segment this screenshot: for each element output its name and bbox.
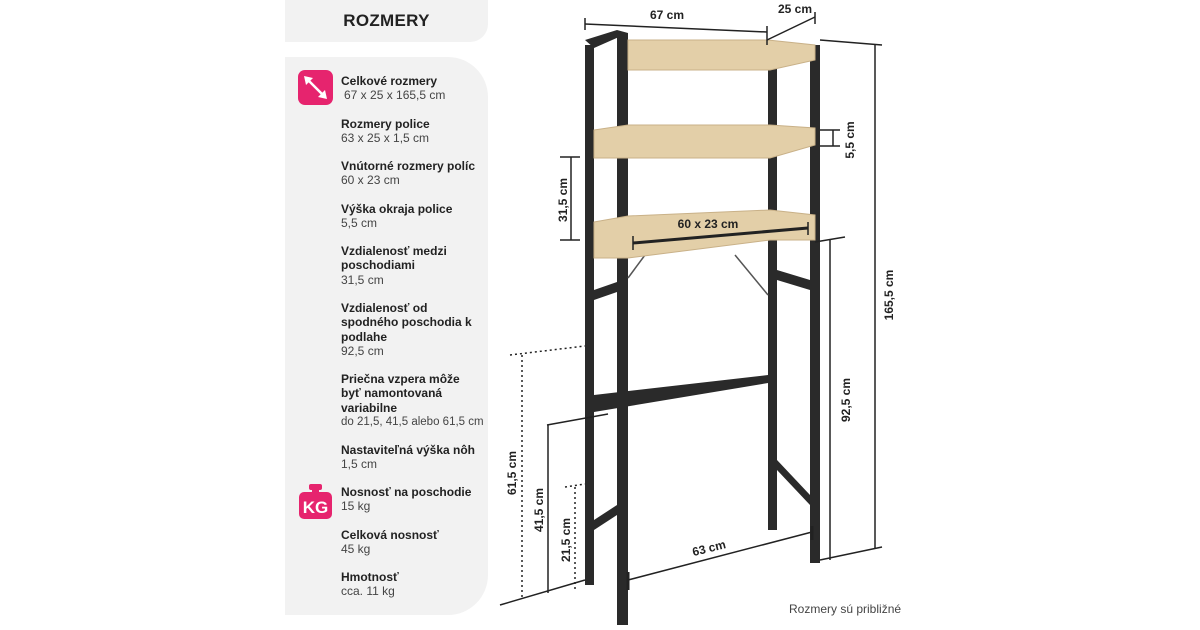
kg-weight-icon: KG (298, 484, 333, 519)
approximate-note: Rozmery sú približné (789, 602, 902, 616)
spacing-label: 31,5 cm (556, 178, 570, 222)
title-box: ROZMERY (285, 0, 488, 42)
spec-label: Celkové rozmery (341, 74, 438, 88)
spec-value: 5,5 cm (341, 216, 378, 231)
spec-value: do 21,5, 41,5 alebo 61,5 cm (341, 415, 484, 428)
diagonal-arrow-icon (298, 70, 333, 105)
spec-value: 15 kg (341, 499, 371, 514)
back-left-post (585, 45, 594, 585)
spec-value: 63 x 25 x 1,5 cm (341, 131, 430, 146)
dimension-lines (499, 12, 883, 606)
spec-label: Výška okraja police (341, 202, 453, 216)
top-shelf (627, 39, 816, 71)
spec-label: Nastaviteľná výška nôh (341, 443, 476, 457)
spec-value: 67 x 25 x 165,5 cm (344, 88, 446, 103)
spec-value: 60 x 23 cm (341, 173, 400, 188)
depth-label: 25 cm (778, 2, 812, 16)
spec-value: 31,5 cm (341, 272, 384, 287)
spec-value: 1,5 cm (341, 457, 378, 472)
spec-label: Vzdialenosť medzi poschodiami (341, 244, 447, 273)
spec-label: Priečna vzpera môže byť namontovaná vari… (341, 372, 460, 415)
spec-item: Vzdialenosť od spodného poschodia k podl… (341, 301, 481, 358)
height-label: 165,5 cm (882, 270, 896, 321)
kg-label: KG (303, 498, 329, 517)
spec-value: cca. 11 kg (341, 584, 395, 599)
brace-41-label: 41,5 cm (532, 488, 546, 532)
dimension-labels: 67 cm 25 cm 165,5 cm 5,5 cm 31,5 cm 60 x… (505, 2, 896, 562)
shelves (593, 39, 816, 259)
spec-label: Nosnosť na poschodie (341, 485, 472, 499)
spec-item: Priečna vzpera môže byť namontovaná vari… (341, 372, 484, 429)
front-right-post (810, 45, 820, 563)
middle-shelf (593, 124, 816, 159)
cross-brace (594, 375, 768, 412)
spec-label: Rozmery police (341, 117, 430, 131)
page-title: ROZMERY (343, 11, 430, 30)
bottom-shelf (593, 209, 816, 259)
width-label: 67 cm (650, 8, 684, 22)
shelf-frame (585, 30, 820, 625)
inner-label: 60 x 23 cm (678, 217, 739, 231)
rim-label: 5,5 cm (843, 121, 857, 158)
spec-label: Vzdialenosť od spodného poschodia k podl… (341, 301, 472, 344)
front-left-post (617, 33, 628, 625)
clearance-label: 92,5 cm (839, 378, 853, 422)
spec-label: Vnútorné rozmery políc (341, 159, 476, 173)
back-right-post (768, 45, 777, 530)
spec-label: Hmotnosť (341, 570, 399, 584)
spec-value: 45 kg (341, 542, 371, 557)
brace-21-label: 21,5 cm (559, 518, 573, 562)
brace-61-label: 61,5 cm (505, 451, 519, 495)
spec-label: Celková nosnosť (341, 528, 439, 542)
spec-value: 92,5 cm (341, 343, 384, 358)
